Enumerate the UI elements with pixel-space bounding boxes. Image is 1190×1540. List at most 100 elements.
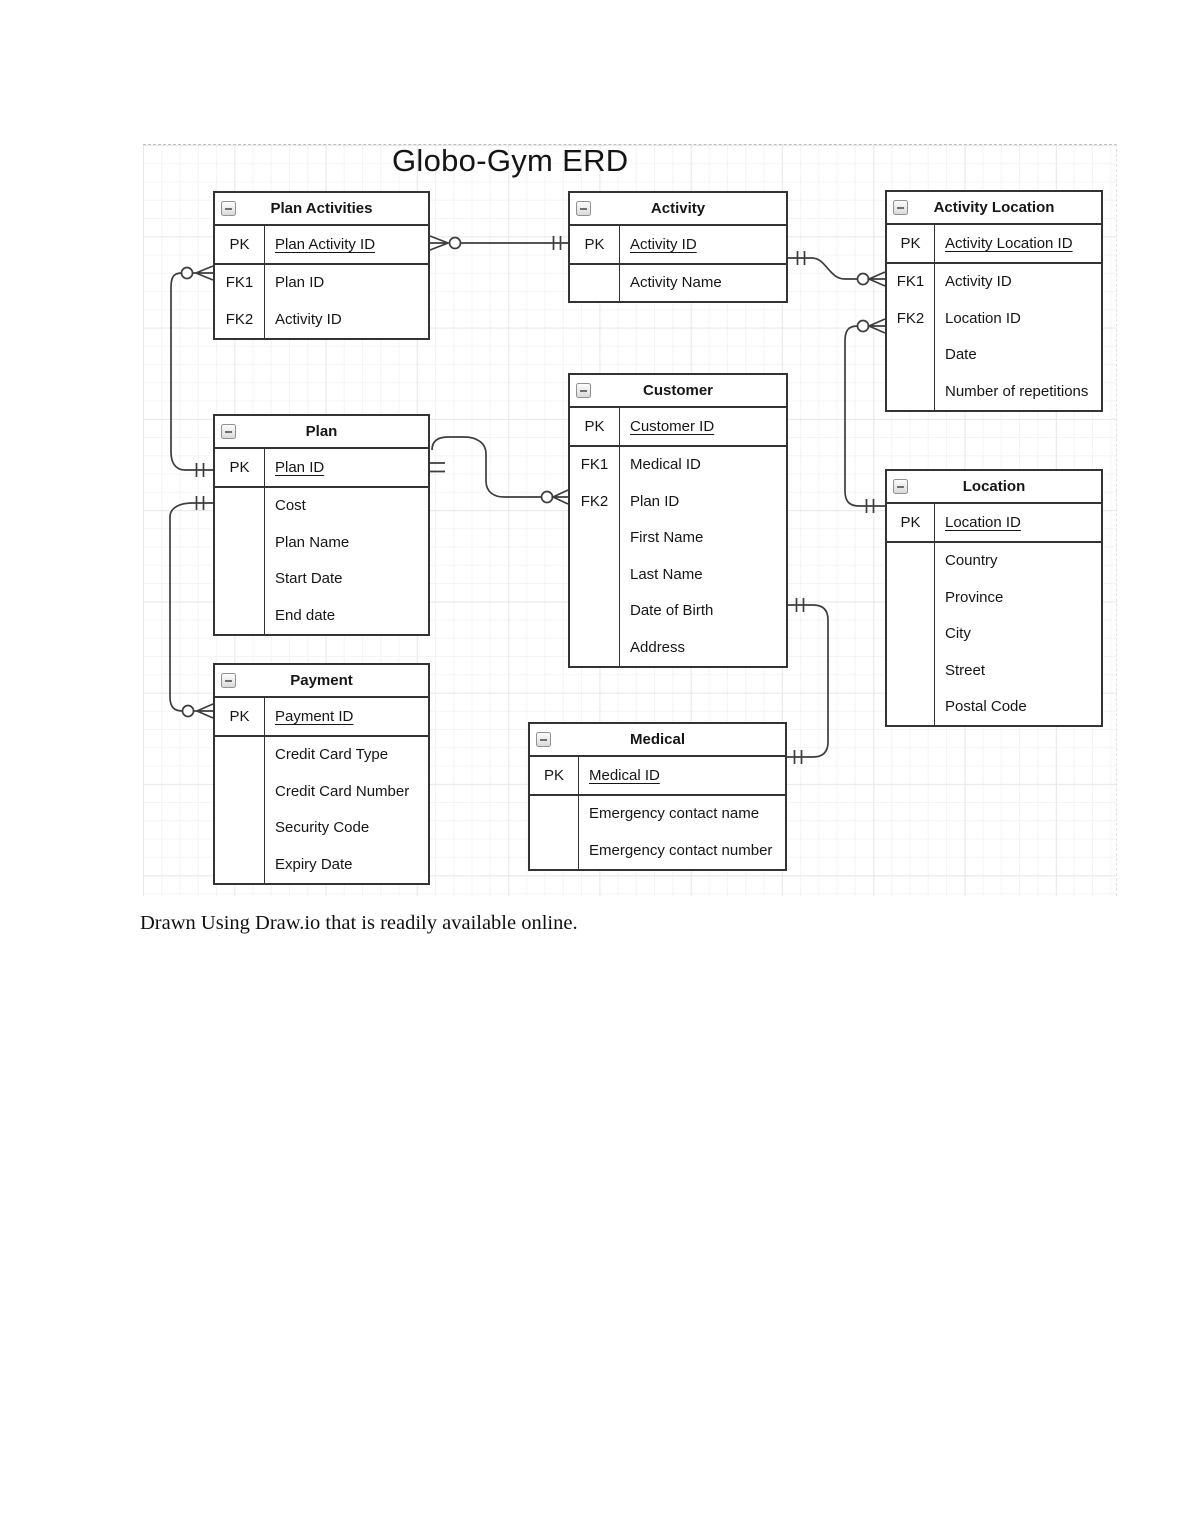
entity-title-label: Activity <box>650 200 706 217</box>
key-cell <box>570 629 620 666</box>
attribute-cell: Credit Card Type <box>275 746 389 764</box>
key-cell <box>887 542 935 579</box>
entity-row: Start Date <box>215 560 428 597</box>
key-cell <box>215 846 265 883</box>
key-cell <box>887 652 935 689</box>
entity-row: PK Plan ID <box>215 449 428 488</box>
entity-title: Payment <box>215 665 428 698</box>
key-cell <box>570 592 620 629</box>
entity-row: Cost <box>215 487 428 524</box>
attribute-cell: Activity ID <box>945 273 1012 291</box>
key-cell: PK <box>215 698 265 735</box>
key-cell <box>215 773 265 810</box>
attribute-cell: Emergency contact name <box>589 805 760 823</box>
key-cell: FK2 <box>215 301 265 338</box>
attribute-cell: Credit Card Number <box>275 782 410 800</box>
entity-title-label: Plan <box>305 423 338 440</box>
key-cell <box>215 560 265 597</box>
key-cell: PK <box>215 226 265 263</box>
entity-row: FK2 Activity ID <box>215 301 428 338</box>
entity-title-label: Activity Location <box>933 199 1055 216</box>
attribute-cell: City <box>945 625 971 643</box>
entity-title-label: Location <box>962 478 1026 495</box>
attribute-cell: Start Date <box>275 570 343 588</box>
entity-row: Credit Card Number <box>215 773 428 810</box>
attribute-cell: Medical ID <box>589 766 660 784</box>
attribute-cell: Plan ID <box>275 274 325 292</box>
attribute-cell: Payment ID <box>275 707 354 725</box>
key-cell: FK1 <box>215 264 265 301</box>
attribute-cell: Last Name <box>630 565 703 583</box>
attribute-cell: Plan Activity ID <box>275 235 376 253</box>
attribute-cell: Activity ID <box>275 310 342 328</box>
attribute-cell: Plan ID <box>630 492 680 510</box>
key-cell: FK2 <box>570 483 620 520</box>
entity-row: Street <box>887 652 1101 689</box>
entity-row: Country <box>887 542 1101 579</box>
key-cell: FK2 <box>887 300 935 337</box>
entity-row: Emergency contact number <box>530 832 785 869</box>
entity-title: Plan <box>215 416 428 449</box>
entity-row: Emergency contact name <box>530 795 785 832</box>
key-cell: PK <box>570 226 620 263</box>
entity-row: Expiry Date <box>215 846 428 883</box>
key-cell <box>215 597 265 634</box>
attribute-cell: Location ID <box>945 513 1021 531</box>
caption: Drawn Using Draw.io that is readily avai… <box>140 912 578 934</box>
entity-row: Last Name <box>570 556 786 593</box>
attribute-cell: First Name <box>630 529 704 547</box>
attribute-cell: Street <box>945 661 986 679</box>
attribute-cell: Activity Name <box>630 274 722 292</box>
entity-title: Activity <box>570 193 786 226</box>
entity-row: First Name <box>570 519 786 556</box>
attribute-cell: Customer ID <box>630 417 715 435</box>
key-cell <box>570 264 620 301</box>
entity-row: Number of repetitions <box>887 373 1101 410</box>
collapse-minus-icon <box>893 479 908 494</box>
entity-title-label: Payment <box>290 672 353 689</box>
key-cell <box>887 579 935 616</box>
entity-row: Address <box>570 629 786 666</box>
entity-row: FK2 Plan ID <box>570 483 786 520</box>
attribute-cell: Plan ID <box>275 458 325 476</box>
attribute-cell: Activity ID <box>630 235 697 253</box>
entity-title: Location <box>887 471 1101 504</box>
entity-row: PK Activity ID <box>570 226 786 265</box>
attribute-cell: Date of Birth <box>630 602 714 620</box>
attribute-cell: End date <box>275 606 336 624</box>
key-cell: FK1 <box>570 446 620 483</box>
entity-row: Credit Card Type <box>215 736 428 773</box>
key-cell <box>887 688 935 725</box>
key-cell <box>215 524 265 561</box>
collapse-minus-icon <box>536 732 551 747</box>
entity-row: Plan Name <box>215 524 428 561</box>
attribute-cell: Date <box>945 346 977 364</box>
key-cell: PK <box>215 449 265 486</box>
key-cell <box>530 832 579 869</box>
entity-row: Activity Name <box>570 264 786 301</box>
attribute-cell: Cost <box>275 497 306 515</box>
key-cell <box>887 615 935 652</box>
entity-row: Date of Birth <box>570 592 786 629</box>
key-cell: PK <box>887 504 935 541</box>
key-cell <box>215 809 265 846</box>
attribute-cell: Plan Name <box>275 533 350 551</box>
key-cell <box>570 556 620 593</box>
entity-title-label: Medical <box>629 731 686 748</box>
entity-row: End date <box>215 597 428 634</box>
collapse-minus-icon <box>221 201 236 216</box>
attribute-cell: Province <box>945 588 1004 606</box>
attribute-cell: Country <box>945 552 998 570</box>
entity-title: Plan Activities <box>215 193 428 226</box>
attribute-cell: Number of repetitions <box>945 382 1089 400</box>
